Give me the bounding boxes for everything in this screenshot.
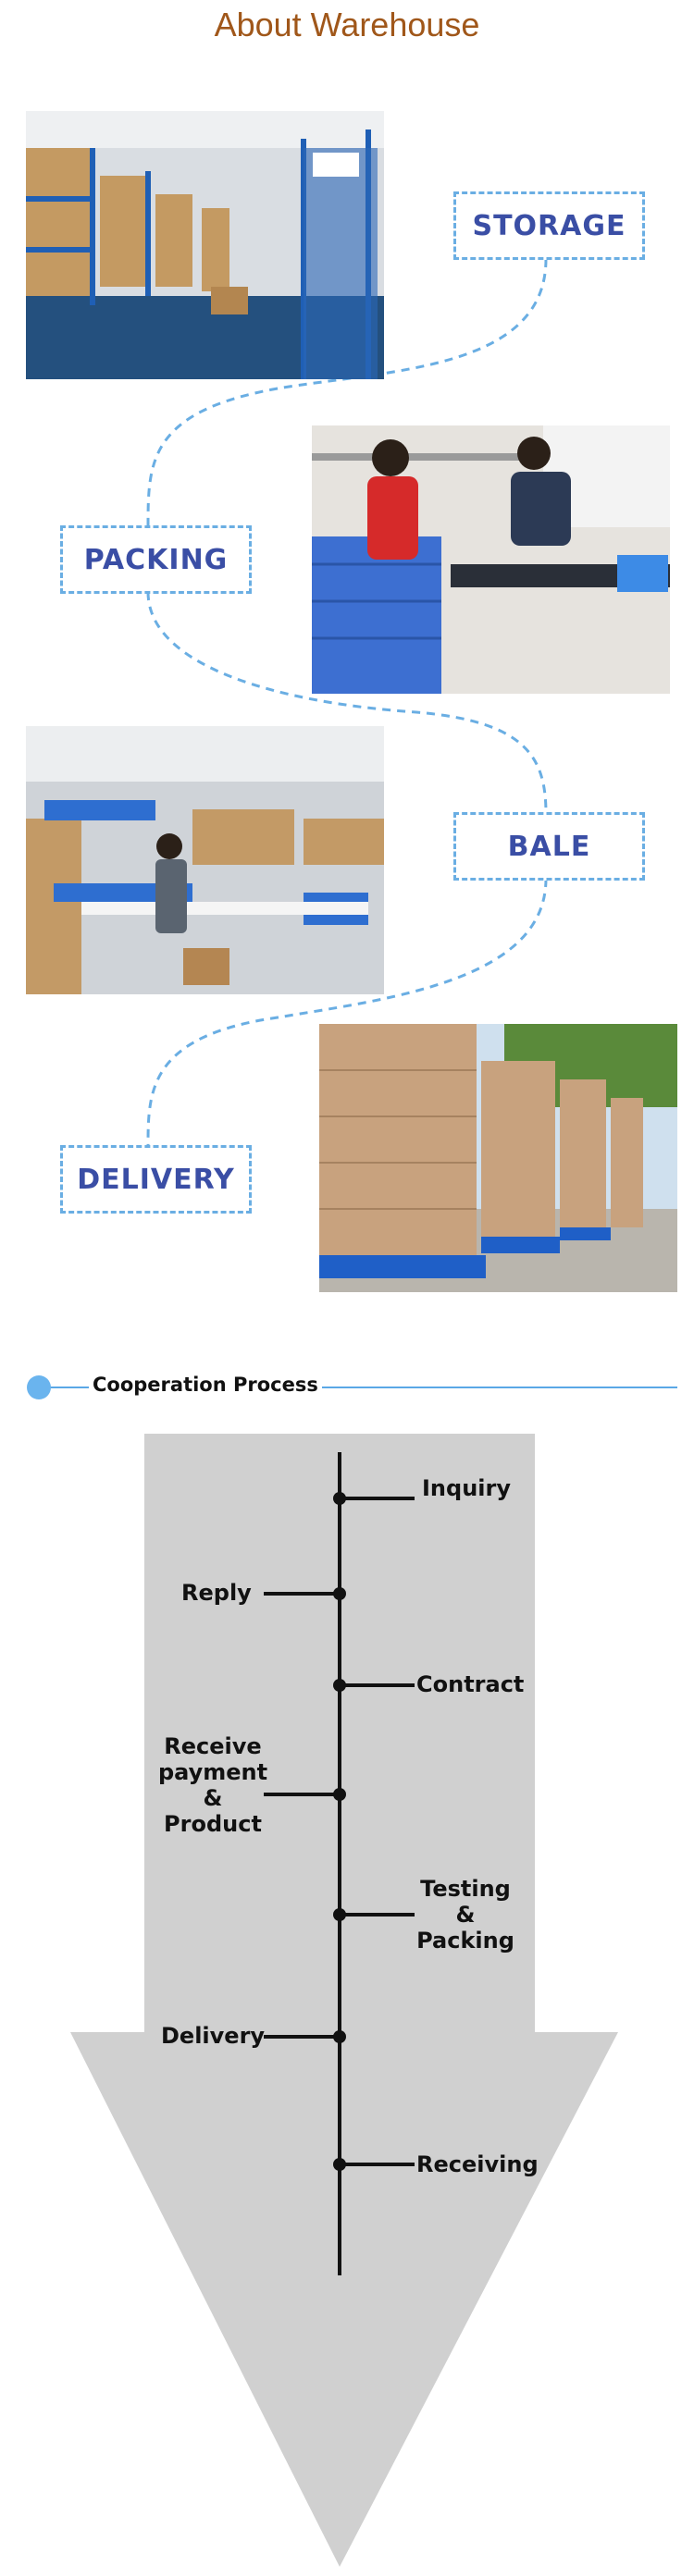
step-testing-packing: Testing & Packing (415, 1876, 516, 1954)
step-testing-line1: Testing (420, 1876, 511, 1902)
warehouse-floor-photo (26, 726, 384, 994)
step-contract: Contract (416, 1671, 525, 1697)
step-testing-line2: & (455, 1902, 476, 1928)
step-receive-payment: Receive payment & Product (157, 1733, 268, 1837)
step-receiving: Receiving (416, 2151, 539, 2177)
step-receive-payment-line3: & (203, 1785, 223, 1811)
step-receive-payment-line2: payment (157, 1759, 268, 1785)
step-delivery: Delivery (161, 2023, 266, 2049)
dashed-connector (146, 258, 548, 1148)
step-receive-payment-line1: Receive (164, 1733, 262, 1759)
bale-label: BALE (453, 812, 645, 881)
page-title: About Warehouse (214, 6, 480, 43)
packing-workers-photo (312, 425, 670, 694)
storage-racks-photo (26, 111, 384, 379)
delivery-label: DELIVERY (60, 1145, 252, 1214)
pallets-photo (319, 1024, 677, 1292)
process-arrow (70, 1434, 618, 2567)
packing-label: PACKING (60, 525, 252, 594)
step-reply: Reply (181, 1580, 252, 1606)
step-receive-payment-line4: Product (164, 1811, 262, 1837)
step-testing-line3: Packing (416, 1928, 514, 1954)
cooperation-title: Cooperation Process (89, 1374, 322, 1396)
storage-label: STORAGE (453, 191, 645, 260)
step-inquiry: Inquiry (422, 1475, 511, 1501)
